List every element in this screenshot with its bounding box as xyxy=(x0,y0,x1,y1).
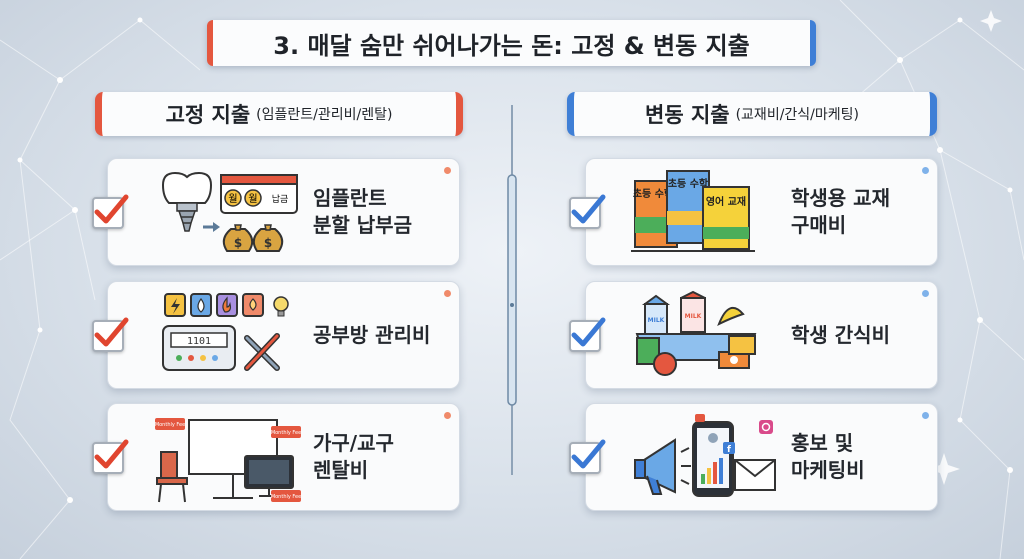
label-line: 홍보 및 xyxy=(791,431,854,455)
expense-label: 공부방 관리비 xyxy=(313,282,453,388)
card-indicator-dot xyxy=(444,290,451,297)
expense-label: 홍보 및 마케팅비 xyxy=(791,404,931,510)
expense-label: 학생용 교재 구매비 xyxy=(791,159,931,265)
check-icon xyxy=(92,439,129,474)
variable-card-textbooks: 초등 수학 초등 수학 영어 교재 학생용 교재 구매비 xyxy=(585,158,938,266)
utilities-meter-icon: 1101 xyxy=(162,293,289,371)
expense-label: 학생 간식비 xyxy=(791,282,931,388)
check-icon xyxy=(92,194,129,229)
variable-card-snacks: MILK MILK 학생 간식비 xyxy=(585,281,938,389)
svg-text:f: f xyxy=(727,445,731,455)
label-line: 구매비 xyxy=(791,213,847,237)
book-title: 영어 교재 xyxy=(706,195,746,208)
label-line: 가구/교구 xyxy=(313,431,394,455)
center-divider xyxy=(507,105,517,475)
expense-label: 가구/교구 렌탈비 xyxy=(313,404,453,510)
implant-payment-icon: 월 월 납금 $ $ xyxy=(161,171,298,252)
check-icon xyxy=(569,194,606,229)
fixed-card-rental: Monthly Fee Monthly Fee Monthly Fee 가구/교… xyxy=(107,403,460,511)
card-indicator-dot xyxy=(444,167,451,174)
expense-label: 임플란트 분할 납부금 xyxy=(313,159,453,265)
label-line: 임플란트 xyxy=(313,186,387,210)
label-line: 학생용 교재 xyxy=(791,186,890,210)
rental-tag: Monthly Fee xyxy=(271,494,301,500)
rental-tag: Monthly Fee xyxy=(155,422,185,428)
fixed-card-management-fee: 1101 공부방 관리비 xyxy=(107,281,460,389)
card-indicator-dot xyxy=(922,167,929,174)
calendar-tag: 월 xyxy=(248,193,257,205)
card-indicator-dot xyxy=(444,412,451,419)
label-line: 마케팅비 xyxy=(791,458,865,482)
check-icon xyxy=(569,439,606,474)
textbooks-icon: 초등 수학 초등 수학 영어 교재 xyxy=(631,170,755,252)
card-indicator-dot xyxy=(922,290,929,297)
check-icon xyxy=(569,317,606,352)
furniture-rental-icon: Monthly Fee Monthly Fee Monthly Fee xyxy=(155,418,301,503)
label-line: 분할 납부금 xyxy=(313,213,412,237)
marketing-icon: f xyxy=(634,414,776,497)
label-line: 렌탈비 xyxy=(313,458,369,482)
svg-text:$: $ xyxy=(264,236,272,250)
card-indicator-dot xyxy=(922,412,929,419)
page-title: 3. 매달 숨만 쉬어나가는 돈: 고정 & 변동 지출 xyxy=(207,20,816,66)
calendar-tag: 월 xyxy=(228,193,237,205)
book-title: 초등 수학 xyxy=(633,187,674,200)
meter-reading: 1101 xyxy=(187,336,211,347)
milk-label: MILK xyxy=(685,313,702,320)
fixed-expense-subtitle: (임플란트/관리비/렌탈) xyxy=(256,107,393,123)
calendar-tag: 납금 xyxy=(272,194,289,205)
rental-tag: Monthly Fee xyxy=(271,430,301,436)
snacks-icon: MILK MILK xyxy=(635,290,757,376)
check-icon xyxy=(92,317,129,352)
svg-text:$: $ xyxy=(234,236,242,250)
milk-label: MILK xyxy=(648,317,665,324)
variable-expense-header: 변동 지출 (교재비/간식/마케팅) xyxy=(567,92,937,136)
variable-expense-title: 변동 지출 xyxy=(645,103,730,127)
variable-expense-subtitle: (교재비/간식/마케팅) xyxy=(735,107,859,123)
label-line: 공부방 관리비 xyxy=(313,322,431,347)
fixed-card-implant: 월 월 납금 $ $ 임플란트 분할 납부금 xyxy=(107,158,460,266)
label-line: 학생 간식비 xyxy=(791,322,890,347)
fixed-expense-title: 고정 지출 xyxy=(165,103,251,127)
book-title: 초등 수학 xyxy=(668,177,709,190)
fixed-expense-header: 고정 지출 (임플란트/관리비/렌탈) xyxy=(95,92,463,136)
variable-card-marketing: f 홍보 및 마케팅비 xyxy=(585,403,938,511)
